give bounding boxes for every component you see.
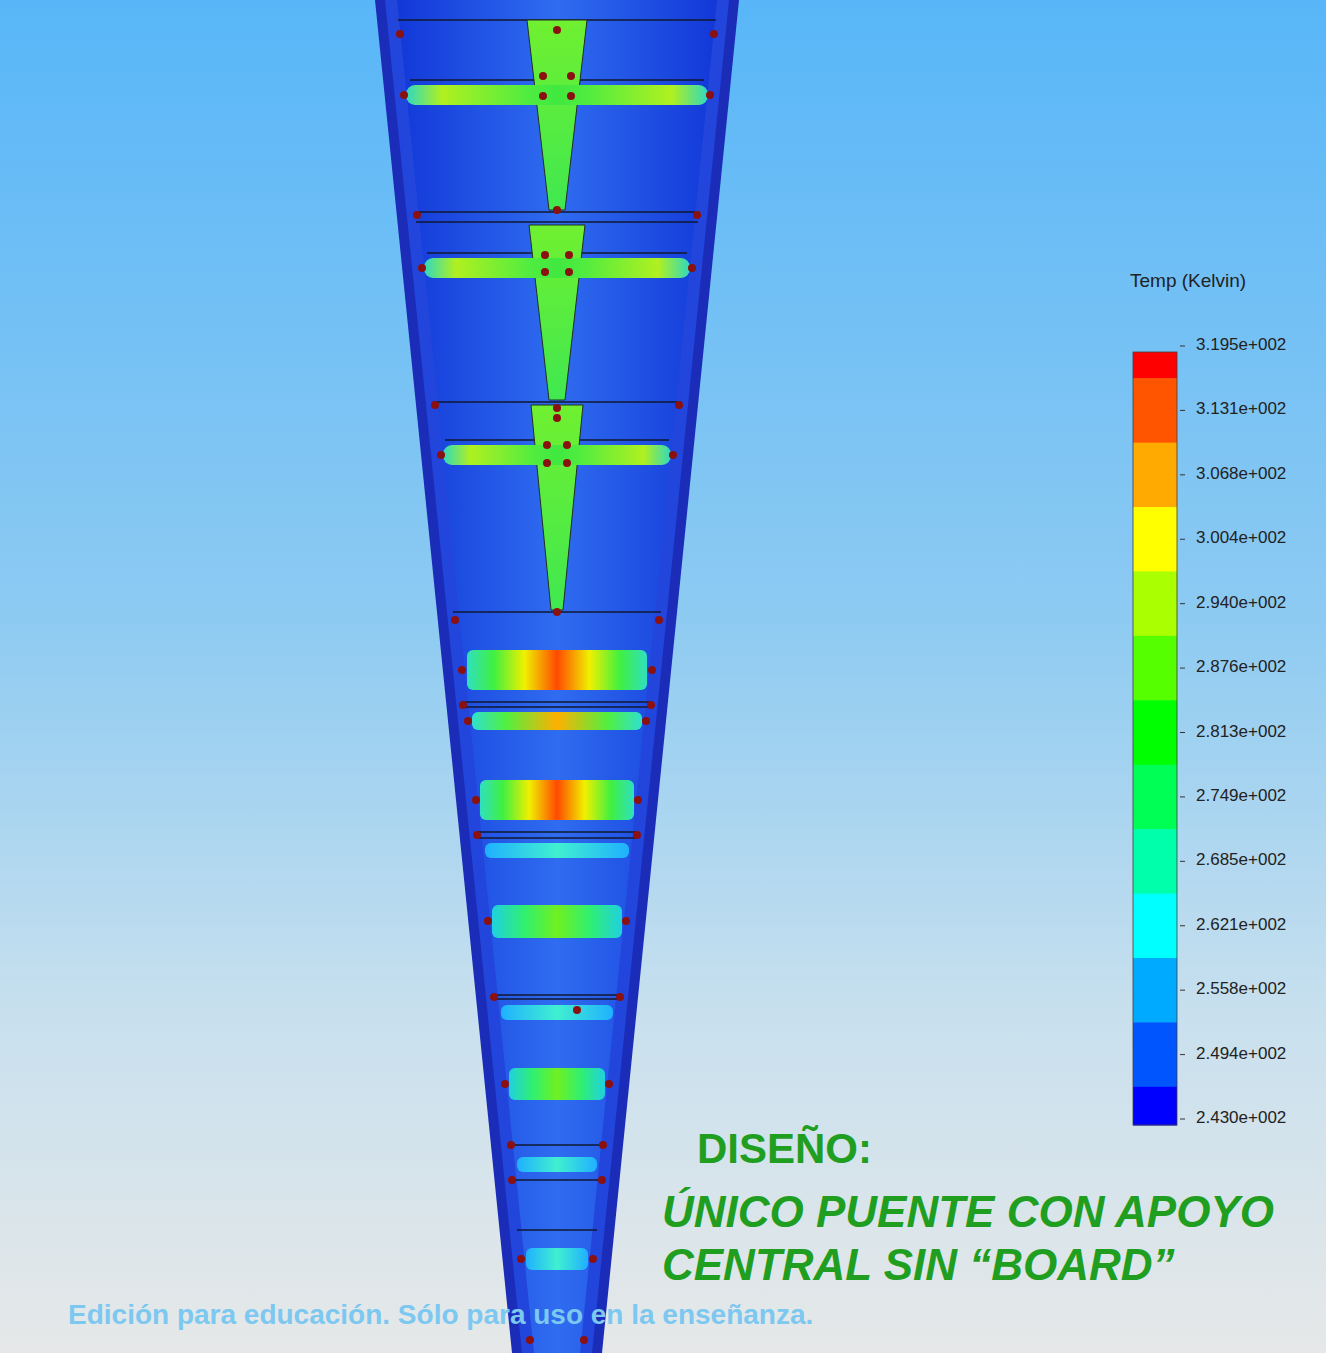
- legend-swatch: [1133, 765, 1177, 830]
- legend-tick: [1180, 732, 1185, 733]
- legend-value: 2.494e+002: [1196, 1044, 1286, 1064]
- watermark: Edición para educación. Sólo para uso en…: [68, 1298, 813, 1332]
- legend-value: 3.195e+002: [1196, 335, 1286, 355]
- legend-tick: [1180, 539, 1185, 540]
- legend-title: Temp (Kelvin): [1130, 270, 1246, 293]
- legend-swatch: [1133, 352, 1177, 379]
- legend-tick: [1180, 410, 1185, 411]
- legend-swatch: [1133, 571, 1177, 636]
- legend-tick: [1180, 1119, 1185, 1120]
- legend-value: 2.940e+002: [1196, 593, 1286, 613]
- legend-swatch: [1133, 829, 1177, 894]
- legend-swatch: [1133, 443, 1177, 508]
- legend-value: 2.685e+002: [1196, 850, 1286, 870]
- legend-tick: [1180, 474, 1185, 475]
- legend-frame: [1133, 352, 1177, 1125]
- legend-swatch: [1133, 507, 1177, 572]
- legend-tick: [1180, 861, 1185, 862]
- legend-tick: [1180, 603, 1185, 604]
- legend-swatch: [1133, 700, 1177, 765]
- legend-tick: [1180, 925, 1185, 926]
- legend-swatch: [1133, 894, 1177, 959]
- legend-value: 2.621e+002: [1196, 915, 1286, 935]
- legend-value: 2.558e+002: [1196, 979, 1286, 999]
- legend-tick: [1180, 1054, 1185, 1055]
- heading: DISEÑO:: [697, 1124, 872, 1174]
- legend-swatch: [1133, 378, 1177, 443]
- design-note: ÚNICO PUENTE CON APOYO CENTRAL SIN “BOAR…: [662, 1186, 1317, 1292]
- legend-tick: [1180, 668, 1185, 669]
- legend-swatch: [1133, 958, 1177, 1023]
- legend-value: 2.813e+002: [1196, 722, 1286, 742]
- legend-value: 2.430e+002: [1196, 1108, 1286, 1128]
- legend-swatch: [1133, 1087, 1177, 1126]
- legend-value: 3.068e+002: [1196, 464, 1286, 484]
- legend-tick: [1180, 346, 1185, 347]
- legend-tick: [1180, 990, 1185, 991]
- legend-value: 2.749e+002: [1196, 786, 1286, 806]
- legend-swatch: [1133, 1022, 1177, 1087]
- legend-value: 2.876e+002: [1196, 657, 1286, 677]
- legend-swatch: [1133, 636, 1177, 701]
- legend-value: 3.004e+002: [1196, 528, 1286, 548]
- legend-value: 3.131e+002: [1196, 399, 1286, 419]
- legend-tick: [1180, 796, 1185, 797]
